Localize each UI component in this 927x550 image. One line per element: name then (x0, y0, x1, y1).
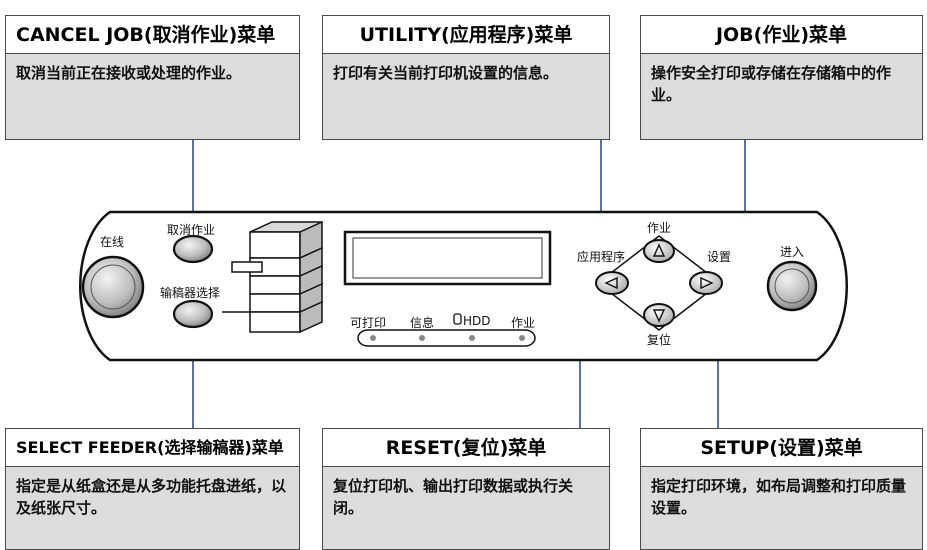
indicator-info-led (419, 335, 425, 341)
indicator-hdd-label: HDD (463, 314, 491, 328)
utility-menu-box: UTILITY(应用程序)菜单 打印有关当前打印机设置的信息。 (322, 15, 610, 140)
indicator-ready-led (370, 335, 376, 341)
online-button (81, 255, 145, 319)
right-arrow-icon (700, 276, 714, 290)
cancel-job-button (172, 234, 214, 264)
reset-menu-desc: 复位打印机、输出打印数据或执行关闭。 (333, 477, 574, 517)
select-feeder-menu-desc: 指定是从纸盒还是从多功能托盘进纸，以及纸张尺寸。 (16, 477, 287, 517)
printer-icon (222, 220, 323, 334)
indicator-job-label: 作业 (511, 316, 536, 330)
utility-menu-desc: 打印有关当前打印机设置的信息。 (333, 64, 559, 82)
online-label: 在线 (100, 235, 125, 249)
reset-menu-title: RESET(复位)菜单 (323, 429, 609, 467)
setup-nav-label: 设置 (707, 250, 732, 264)
indicator-hdd-led (469, 335, 475, 341)
nav-left-button (595, 271, 629, 295)
nav-pad-outline (597, 235, 721, 331)
down-arrow-icon (652, 309, 666, 323)
indicator-info-label: 信息 (410, 316, 435, 330)
setup-menu-title: SETUP(设置)菜单 (641, 429, 922, 467)
up-arrow-icon (652, 243, 666, 257)
indicator-strip (357, 329, 536, 347)
hdd-icon (453, 313, 462, 325)
select-feeder-label: 输稿器选择 (160, 286, 221, 300)
indicator-job-led (519, 335, 525, 341)
reset-nav-label: 复位 (647, 333, 672, 347)
reset-menu-box: RESET(复位)菜单 复位打印机、输出打印数据或执行关闭。 (322, 428, 610, 550)
nav-up-button (643, 239, 675, 263)
job-menu-title: JOB(作业)菜单 (641, 16, 922, 54)
cancel-job-menu-desc: 取消当前正在接收或处理的作业。 (16, 64, 242, 82)
job-menu-desc: 操作安全打印或存储在存储箱中的作业。 (651, 64, 892, 104)
select-feeder-button (172, 299, 214, 329)
nav-down-button (643, 303, 675, 327)
cancel-job-menu-box: CANCEL JOB(取消作业)菜单 取消当前正在接收或处理的作业。 (5, 15, 300, 140)
utility-nav-label: 应用程序 (577, 250, 626, 264)
left-arrow-icon (604, 276, 618, 290)
select-feeder-menu-box: SELECT FEEDER(选择输稿器)菜单 指定是从纸盒还是从多功能托盘进纸，… (5, 428, 300, 550)
indicator-ready-label: 可打印 (350, 316, 387, 330)
select-feeder-menu-title: SELECT FEEDER(选择输稿器)菜单 (6, 429, 299, 467)
setup-menu-desc: 指定打印环境，如布局调整和打印质量设置。 (651, 477, 907, 517)
cancel-job-menu-title: CANCEL JOB(取消作业)菜单 (6, 16, 299, 54)
nav-right-button (689, 271, 723, 295)
enter-label: 进入 (780, 245, 805, 259)
job-menu-box: JOB(作业)菜单 操作安全打印或存储在存储箱中的作业。 (640, 15, 923, 140)
setup-menu-box: SETUP(设置)菜单 指定打印环境，如布局调整和打印质量设置。 (640, 428, 923, 550)
job-nav-label: 作业 (647, 221, 672, 235)
utility-menu-title: UTILITY(应用程序)菜单 (323, 16, 609, 54)
cancel-job-label: 取消作业 (167, 223, 216, 237)
